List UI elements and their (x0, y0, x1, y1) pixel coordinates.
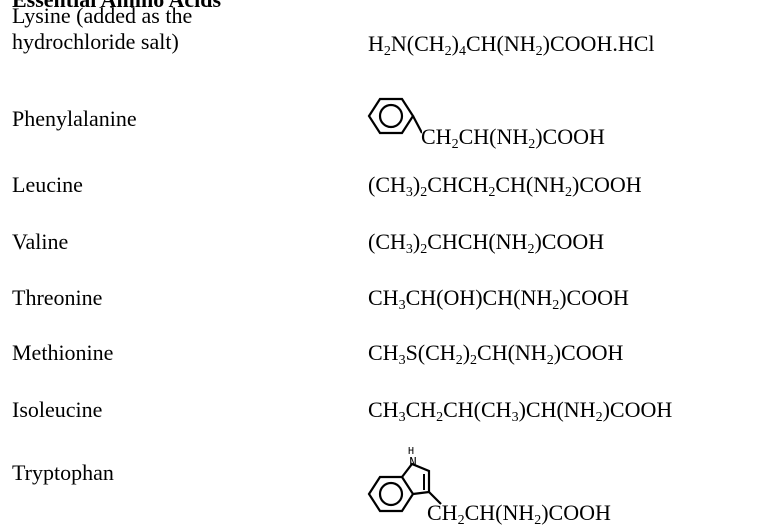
formula-text: (CH (368, 172, 406, 197)
formula-text: ) (412, 172, 421, 197)
formula-text: N(CH (390, 31, 445, 56)
formula-text: CH(OH)CH(NH (405, 285, 553, 310)
formula-subscript: 2 (535, 44, 543, 59)
formula-text: )COOH (541, 500, 611, 525)
amino-acid-name-valine: Valine (12, 229, 69, 254)
formula-subscript: 2 (527, 242, 535, 257)
formula-text: CH(NH (464, 500, 535, 525)
formula-text: )COOH.HCl (542, 31, 655, 56)
formula-subscript: 2 (528, 137, 536, 152)
formula-subscript: 2 (383, 44, 391, 59)
formula-subscript: 4 (459, 44, 466, 59)
formula-subscript: 3 (511, 410, 519, 425)
formula-text: CH (427, 500, 458, 525)
amino-acid-name-isoleucine: Isoleucine (12, 397, 103, 422)
formula-text: )COOH (534, 229, 605, 254)
amino-acid-name-leucine: Leucine (12, 172, 83, 197)
formula-subscript: 2 (595, 410, 603, 425)
formula-text: CH (368, 397, 399, 422)
formula-text: ) (412, 229, 421, 254)
formula-text: )CH(NH (518, 397, 596, 422)
formula-text: )COOH (553, 340, 624, 365)
amino-acid-name-threonine: Threonine (12, 285, 103, 310)
formula-subscript: 2 (488, 185, 496, 200)
formula-text: )COOH (559, 285, 629, 310)
formula-text: CH(CH (443, 397, 512, 422)
formula-subscript: 2 (534, 513, 542, 528)
formula-leucine: (CH3)2CHCH2CH(NH2)COOH (368, 172, 642, 200)
indole-nh-label: H (408, 446, 414, 457)
amino-acid-name-tryptophan: Tryptophan (12, 460, 114, 485)
formula-text: (CH (368, 229, 406, 254)
formula-tryptophan: CH2CH(NH2)COOH (427, 500, 611, 528)
formula-text: )COOH (535, 124, 605, 149)
formula-subscript: 3 (398, 410, 406, 425)
formula-lysine: H2N(CH2)4CH(NH2)COOH.HCl (368, 31, 655, 59)
formula-text: ) (451, 31, 459, 56)
formula-text: CH(NH (466, 31, 536, 56)
formula-text: S(CH (405, 340, 456, 365)
formula-text: CH (368, 285, 399, 310)
formula-subscript: 3 (398, 353, 406, 368)
amino-acid-name-lysine: Lysine (added as the hydrochloride salt) (12, 3, 192, 55)
formula-subscript: 2 (444, 44, 452, 59)
formula-subscript: 3 (405, 242, 413, 257)
formula-subscript: 2 (552, 298, 560, 313)
formula-text: CHCH (427, 172, 489, 197)
formula-isoleucine: CH3CH2CH(CH3)CH(NH2)COOH (368, 397, 673, 425)
formula-subscript: 2 (470, 353, 478, 368)
formula-text: )COOH (602, 397, 673, 422)
indole-ring-icon: H N (367, 446, 442, 513)
formula-text: )COOH (572, 172, 642, 197)
formula-subscript: 2 (457, 513, 465, 528)
formula-subscript: 2 (455, 353, 463, 368)
formula-threonine: CH3CH(OH)CH(NH2)COOH (368, 285, 629, 313)
formula-text: CH(NH (458, 124, 529, 149)
formula-subscript: 3 (398, 298, 406, 313)
formula-subscript: 2 (420, 185, 428, 200)
formula-subscript: 2 (420, 242, 428, 257)
formula-subscript: 2 (546, 353, 554, 368)
formula-text: ) (462, 340, 471, 365)
amino-acid-name-phenylalanine: Phenylalanine (12, 106, 137, 131)
formula-phenylalanine: CH2CH(NH2)COOH (421, 124, 605, 152)
formula-valine: (CH3)2CHCH(NH2)COOH (368, 229, 605, 257)
indole-n-label: N (409, 455, 416, 469)
formula-subscript: 2 (451, 137, 459, 152)
formula-text: CHCH(NH (427, 229, 528, 254)
lysine-name-line: Lysine (added as the hydrochloride salt) (12, 3, 193, 54)
table-heading: Essential Amino Acids (12, 0, 221, 13)
formula-subscript: 2 (565, 185, 573, 200)
formula-methionine: CH3S(CH2)2CH(NH2)COOH (368, 340, 624, 368)
formula-text: CH (405, 397, 437, 422)
formula-text: CH (421, 124, 452, 149)
benzene-ring-icon (367, 97, 422, 135)
formula-text: CH (368, 340, 399, 365)
formula-text: H (368, 31, 384, 56)
formula-subscript: 3 (405, 185, 413, 200)
formula-subscript: 2 (436, 410, 444, 425)
amino-acid-name-methionine: Methionine (12, 340, 114, 365)
formula-text: CH(NH (495, 172, 566, 197)
formula-text: CH(NH (477, 340, 547, 365)
